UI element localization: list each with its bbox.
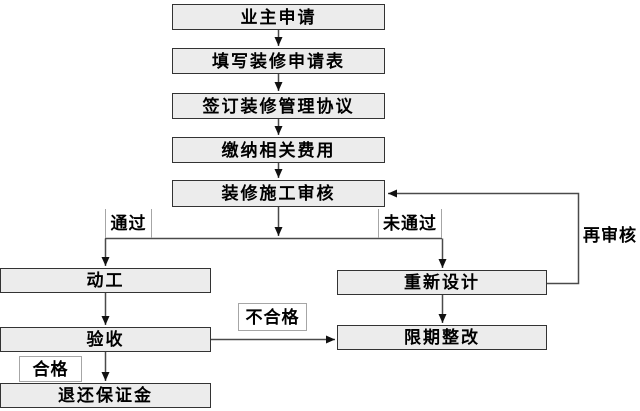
node-fill-application-form: 填写装修申请表: [172, 48, 385, 74]
node-construction-review: 装修施工审核: [172, 180, 385, 207]
edge-label-qualified: 合格: [19, 356, 82, 382]
node-acceptance-check: 验收: [0, 327, 211, 352]
node-deadline-rectification: 限期整改: [337, 325, 547, 350]
node-refund-deposit: 退还保证金: [0, 383, 211, 408]
node-sign-agreement: 签订装修管理协议: [172, 93, 385, 119]
edge-label-not-pass: 未通过: [378, 209, 442, 238]
node-start-construction: 动工: [0, 268, 211, 293]
node-owner-application: 业主申请: [172, 4, 385, 30]
edge-label-pass: 通过: [105, 209, 152, 238]
edge-label-unqualified: 不合格: [238, 303, 307, 331]
node-pay-fees: 缴纳相关费用: [172, 137, 385, 163]
node-redesign: 重新设计: [337, 270, 547, 295]
edge-label-re-review: 再审核: [583, 225, 637, 245]
